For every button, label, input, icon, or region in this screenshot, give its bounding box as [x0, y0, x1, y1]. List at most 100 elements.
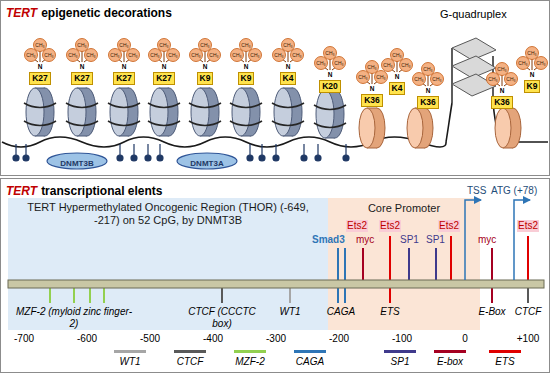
nitrogen-atom: N [370, 86, 375, 93]
methyl-group-text: CH₃ [110, 53, 119, 58]
label-anchor: CAGA [327, 306, 355, 318]
structure-label: G-quadruplex [440, 8, 507, 21]
site-label: ATG (+78) [491, 185, 537, 197]
nitrogen-atom: N [395, 74, 400, 81]
nitrogen-atom: N [203, 64, 208, 71]
label-anchor: -700 [14, 333, 34, 345]
legend-swatch [234, 350, 266, 353]
panel-frame: TERTepigenetic decorationsK27K27K27K27K9… [0, 0, 550, 176]
panel-title: epigenetic decorations [41, 6, 172, 21]
label-anchor: CH₃ [168, 53, 177, 58]
label-anchor: CH₃ [392, 53, 401, 58]
methyl-group-text: CH₃ [274, 53, 283, 58]
nitrogen-atom: N [122, 64, 127, 71]
legend-text: CAGA [296, 356, 324, 368]
label-anchor: ETS [380, 306, 399, 318]
gene-name: TERT [6, 6, 37, 21]
element-label: MZF-2 (myloid zinc finger-2) [14, 306, 134, 330]
methyl-group-text: CH₃ [527, 51, 536, 56]
panel-title-row: TERT epigenetic decorations [6, 3, 172, 21]
methyl-group-text: CH₃ [334, 61, 343, 66]
enzyme-oval: DNMT3A [176, 152, 238, 170]
enzyme-oval: DNMT3B [46, 152, 108, 170]
methyl-group-text: CH₃ [77, 43, 86, 48]
label-anchor: N [203, 64, 208, 71]
histone-mark-box: K27 [29, 72, 51, 85]
legend-swatch [384, 350, 416, 353]
methyl-group-text: CH₃ [200, 43, 209, 48]
label-anchor: CH₃ [283, 43, 292, 48]
methyl-group-text: CH₃ [26, 53, 35, 58]
label-anchor: MZF-2 [235, 356, 264, 368]
histone-mark-box: K9 [238, 72, 255, 85]
methyl-group-text: CH₃ [209, 53, 218, 58]
histone-mark-box: K9 [197, 72, 214, 85]
label-anchor: CH₃ [358, 75, 367, 80]
label-anchor: N [286, 64, 291, 71]
label-anchor: CH₃ [401, 63, 410, 68]
legend-swatch [294, 350, 326, 353]
nitrogen-atom: N [286, 64, 291, 71]
factor-label: SP1 [400, 234, 419, 246]
histone-mark-label: K9 [241, 73, 252, 84]
legend-text: MZF-2 [235, 356, 264, 368]
label-anchor: CH₃ [325, 51, 334, 56]
label-anchor: -100 [392, 333, 412, 345]
element-label: CAGA [327, 306, 355, 318]
label-anchor: CH₃ [423, 67, 432, 72]
label-anchor: CH₃ [518, 61, 527, 66]
methyl-group-text: CH₃ [358, 75, 367, 80]
methyl-group-text: CH₃ [68, 53, 77, 58]
label-anchor: N [395, 74, 400, 81]
axis-number: -500 [140, 333, 160, 345]
nitrogen-atom: N [80, 64, 85, 71]
label-anchor: CH₃ [128, 53, 137, 58]
label-anchor: CH₃ [292, 53, 301, 58]
label-anchor: N [500, 88, 505, 95]
label-anchor: CTCF [515, 306, 542, 318]
label-anchor: SP1 [391, 356, 410, 368]
legend-swatch [489, 350, 521, 353]
label-anchor: CH₃ [367, 65, 376, 70]
label-anchor: -300 [266, 333, 286, 345]
methyl-group-text: CH₃ [241, 43, 250, 48]
methyl-group-text: CH₃ [119, 43, 128, 48]
element-label: ETS [380, 306, 399, 318]
label-anchor: -200 [329, 333, 349, 345]
legend-swatch [114, 350, 146, 353]
methyl-group-text: CH₃ [488, 77, 497, 82]
label-anchor: CH₃ [44, 53, 53, 58]
methyl-group-text: CH₃ [325, 51, 334, 56]
legend-swatch [434, 350, 466, 353]
methyl-group-text: CH₃ [86, 53, 95, 58]
element-label: WT1 [279, 306, 300, 318]
methyl-group-text: CH₃ [518, 61, 527, 66]
label-anchor: N [122, 64, 127, 71]
label-anchor: Ets2 [517, 220, 539, 232]
label-anchor: TSS [467, 185, 486, 197]
methyl-group-text: CH₃ [383, 63, 392, 68]
methyl-group-text: CH₃ [432, 77, 441, 82]
nitrogen-atom: N [426, 88, 431, 95]
label-anchor: +100 [517, 333, 540, 345]
label-anchor: CH₃ [383, 63, 392, 68]
label-anchor: N [162, 64, 167, 71]
histone-mark-label: K4 [283, 73, 294, 84]
label-anchor: CH₃ [241, 43, 250, 48]
methyl-group-text: CH₃ [283, 43, 292, 48]
region-title: TERT Hypermethylated Oncogenic Region (T… [24, 201, 312, 227]
histone-mark-label: K20 [322, 81, 338, 92]
histone-mark-label: K27 [74, 73, 90, 84]
label-anchor: CH₃ [209, 53, 218, 58]
label-anchor: CH₃ [35, 43, 44, 48]
methyl-group-text: CH₃ [128, 53, 137, 58]
axis-number: 0 [462, 333, 468, 345]
factor-label: Ets2 [438, 220, 460, 232]
histone-mark-label: K4 [392, 83, 403, 94]
label-anchor: CH₃ [119, 43, 128, 48]
element-label: E-Box [478, 306, 505, 318]
panel-title: transcriptional elents [41, 184, 162, 199]
histone-mark-box: K36 [491, 96, 513, 109]
axis-number: -100 [392, 333, 412, 345]
methyl-group-text: CH₃ [232, 53, 241, 58]
